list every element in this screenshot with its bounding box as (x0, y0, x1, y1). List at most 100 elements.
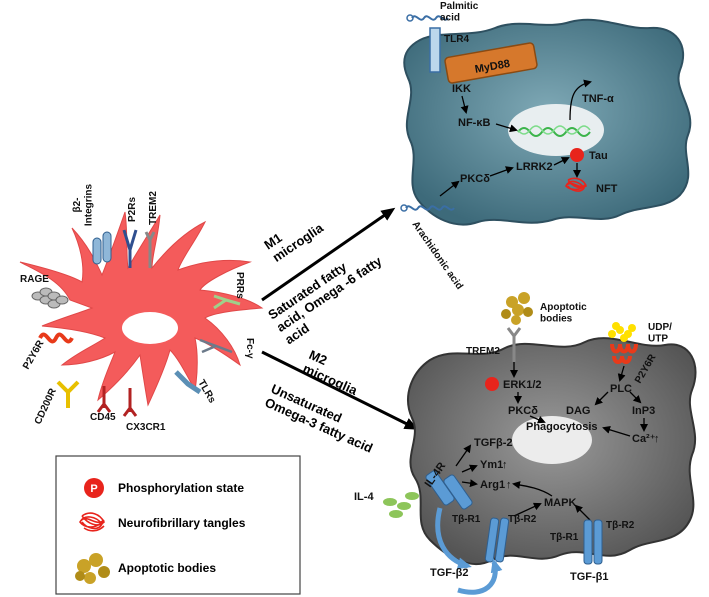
tau-label: Tau (589, 150, 608, 162)
cx3cr1-label: CX3CR1 (126, 422, 166, 433)
tbr1-b-label: Tβ-R1 (550, 532, 579, 543)
m2-title: M2microglia (301, 347, 367, 398)
lrrk2-tau-arrow (553, 157, 570, 166)
lrrk2-label: LRRK2 (516, 161, 553, 173)
p2rs-label: P2Rs (127, 197, 138, 222)
ikk-nfkb-arrow (460, 95, 469, 114)
tlr4-label: TLR4 (444, 34, 469, 45)
cd200r-label: CD200R (33, 386, 60, 426)
il4r-receptor (425, 470, 473, 510)
ca-label: Ca²⁺ (632, 433, 656, 445)
pkcd-phago-arrow (529, 415, 546, 424)
prrs-receptor (213, 294, 241, 310)
erk-label: ERK1/2 (503, 379, 542, 391)
pkcd-m2-label: PKCδ (508, 405, 538, 417)
p2y6r-m2-receptor (610, 343, 638, 364)
plc-dag-arrow (594, 391, 609, 406)
ym1-up-arrow: ↑ (502, 459, 508, 471)
p2y6r-receptor (38, 332, 74, 344)
m2-cell (407, 337, 697, 566)
m1-arrow (261, 207, 396, 302)
tbr2-b-label: Tβ-R2 (606, 520, 635, 531)
cx3cr1-receptor (122, 388, 138, 417)
nfkb-dna-arrow (495, 123, 518, 133)
apoptotic-legend-icon (75, 553, 110, 584)
arg1-up-arrow: ↑ (506, 479, 512, 491)
tbr1-a-label: Tβ-R1 (452, 514, 481, 525)
apoptotic-bodies-m2 (501, 292, 533, 325)
mapk-arg1-arrow (512, 481, 553, 497)
trem2-m2-receptor (506, 327, 522, 362)
nfkb-label: NF-κB (458, 117, 490, 129)
m2-subtitle: UnsaturatedOmega-3 fatty acid (263, 381, 381, 456)
tgfb2-out-arrow (435, 507, 472, 570)
tnfa-label: TNF-α (582, 93, 614, 105)
fc-y-receptor (199, 338, 233, 354)
pkcd-m1-label: PKCδ (460, 173, 490, 185)
il4r-tgfb2-arrow (455, 444, 472, 467)
inp3-label: InP3 (632, 405, 655, 417)
phagocytosis-label: Phagocytosis (526, 421, 598, 433)
tbr-mapk-arrow (574, 504, 591, 521)
cd45-receptor (96, 386, 112, 413)
mapk-label: MAPK (544, 497, 576, 509)
tbr2-a-label: Tβ-R2 (508, 514, 537, 525)
myd88-box (444, 42, 538, 84)
p2rs-receptor (122, 229, 138, 268)
rage-label: RAGE (20, 274, 49, 285)
m1-cell (403, 18, 692, 226)
tlr4-receptor (429, 27, 441, 73)
b2-integrin-receptor (92, 231, 112, 265)
cd200r-receptor (56, 380, 80, 408)
tnf-arrow (569, 79, 592, 121)
legend-nft-label: Neurofibrillary tangles (118, 516, 246, 530)
il4-ligands (383, 492, 419, 518)
pkcd-lrrk2-arrow (489, 166, 514, 177)
phospho-icon-letter: P (90, 483, 97, 495)
il4-label: IL-4 (354, 491, 374, 503)
tau-phospho-dot (570, 148, 584, 162)
tbr-receptor-b (583, 519, 603, 565)
arg1-label: Arg1 (480, 479, 505, 491)
microglia-cell (19, 211, 264, 407)
fc-y-label: Fc-γ (244, 338, 255, 359)
nft-label: NFT (596, 183, 618, 195)
legend-apoptotic-label: Apoptotic bodies (118, 561, 216, 575)
nft-legend-icon (79, 512, 105, 532)
tbr-a-mapk-arrow (513, 502, 542, 517)
tgfb1-label: TGF-β1 (570, 571, 609, 583)
b2-integrins-label: β2-Integrins (72, 183, 95, 226)
m2-nucleus (512, 416, 592, 464)
p2y6r-plc-arrow (617, 365, 626, 382)
prrs-label: PRRs (234, 272, 245, 299)
rage-receptor (31, 287, 69, 309)
palmitic-acid-molecule (406, 14, 449, 22)
plc-inp3-arrow (629, 391, 642, 404)
arachidonic-pkcd-arrow (439, 180, 460, 197)
erk-phospho-dot (485, 377, 499, 391)
legend-phospho-label: Phosphorylation state (118, 481, 244, 495)
tgfb2-label: TGF-β2 (430, 567, 469, 579)
p2y6r-label: P2Y6R (21, 338, 47, 372)
ca-up-arrow: ↑ (654, 433, 660, 445)
microglia-body (19, 211, 264, 407)
udp-utp-molecules (608, 322, 636, 342)
trem2-receptor (144, 231, 156, 268)
cd45-label: CD45 (90, 412, 116, 423)
arachidonic-acid-label: Arachidonic acid (410, 219, 465, 291)
trem2-label: TREM2 (148, 191, 159, 225)
nft-tangle (565, 177, 587, 192)
phospho-icon (84, 478, 104, 498)
trem2-m2-label: TREM2 (466, 346, 500, 357)
tgfb2-in-arrow (457, 558, 503, 595)
plc-label: PLC (610, 383, 632, 395)
legend: P Phosphorylation state Neurofibrillary … (55, 455, 301, 595)
m1-nucleus (508, 104, 604, 156)
il4r-arg1-arrow (461, 479, 478, 488)
arachidonic-acid-molecule (400, 204, 455, 212)
udp-utp-label: UDP/UTP (648, 322, 672, 345)
microglia-nucleus (122, 312, 178, 344)
